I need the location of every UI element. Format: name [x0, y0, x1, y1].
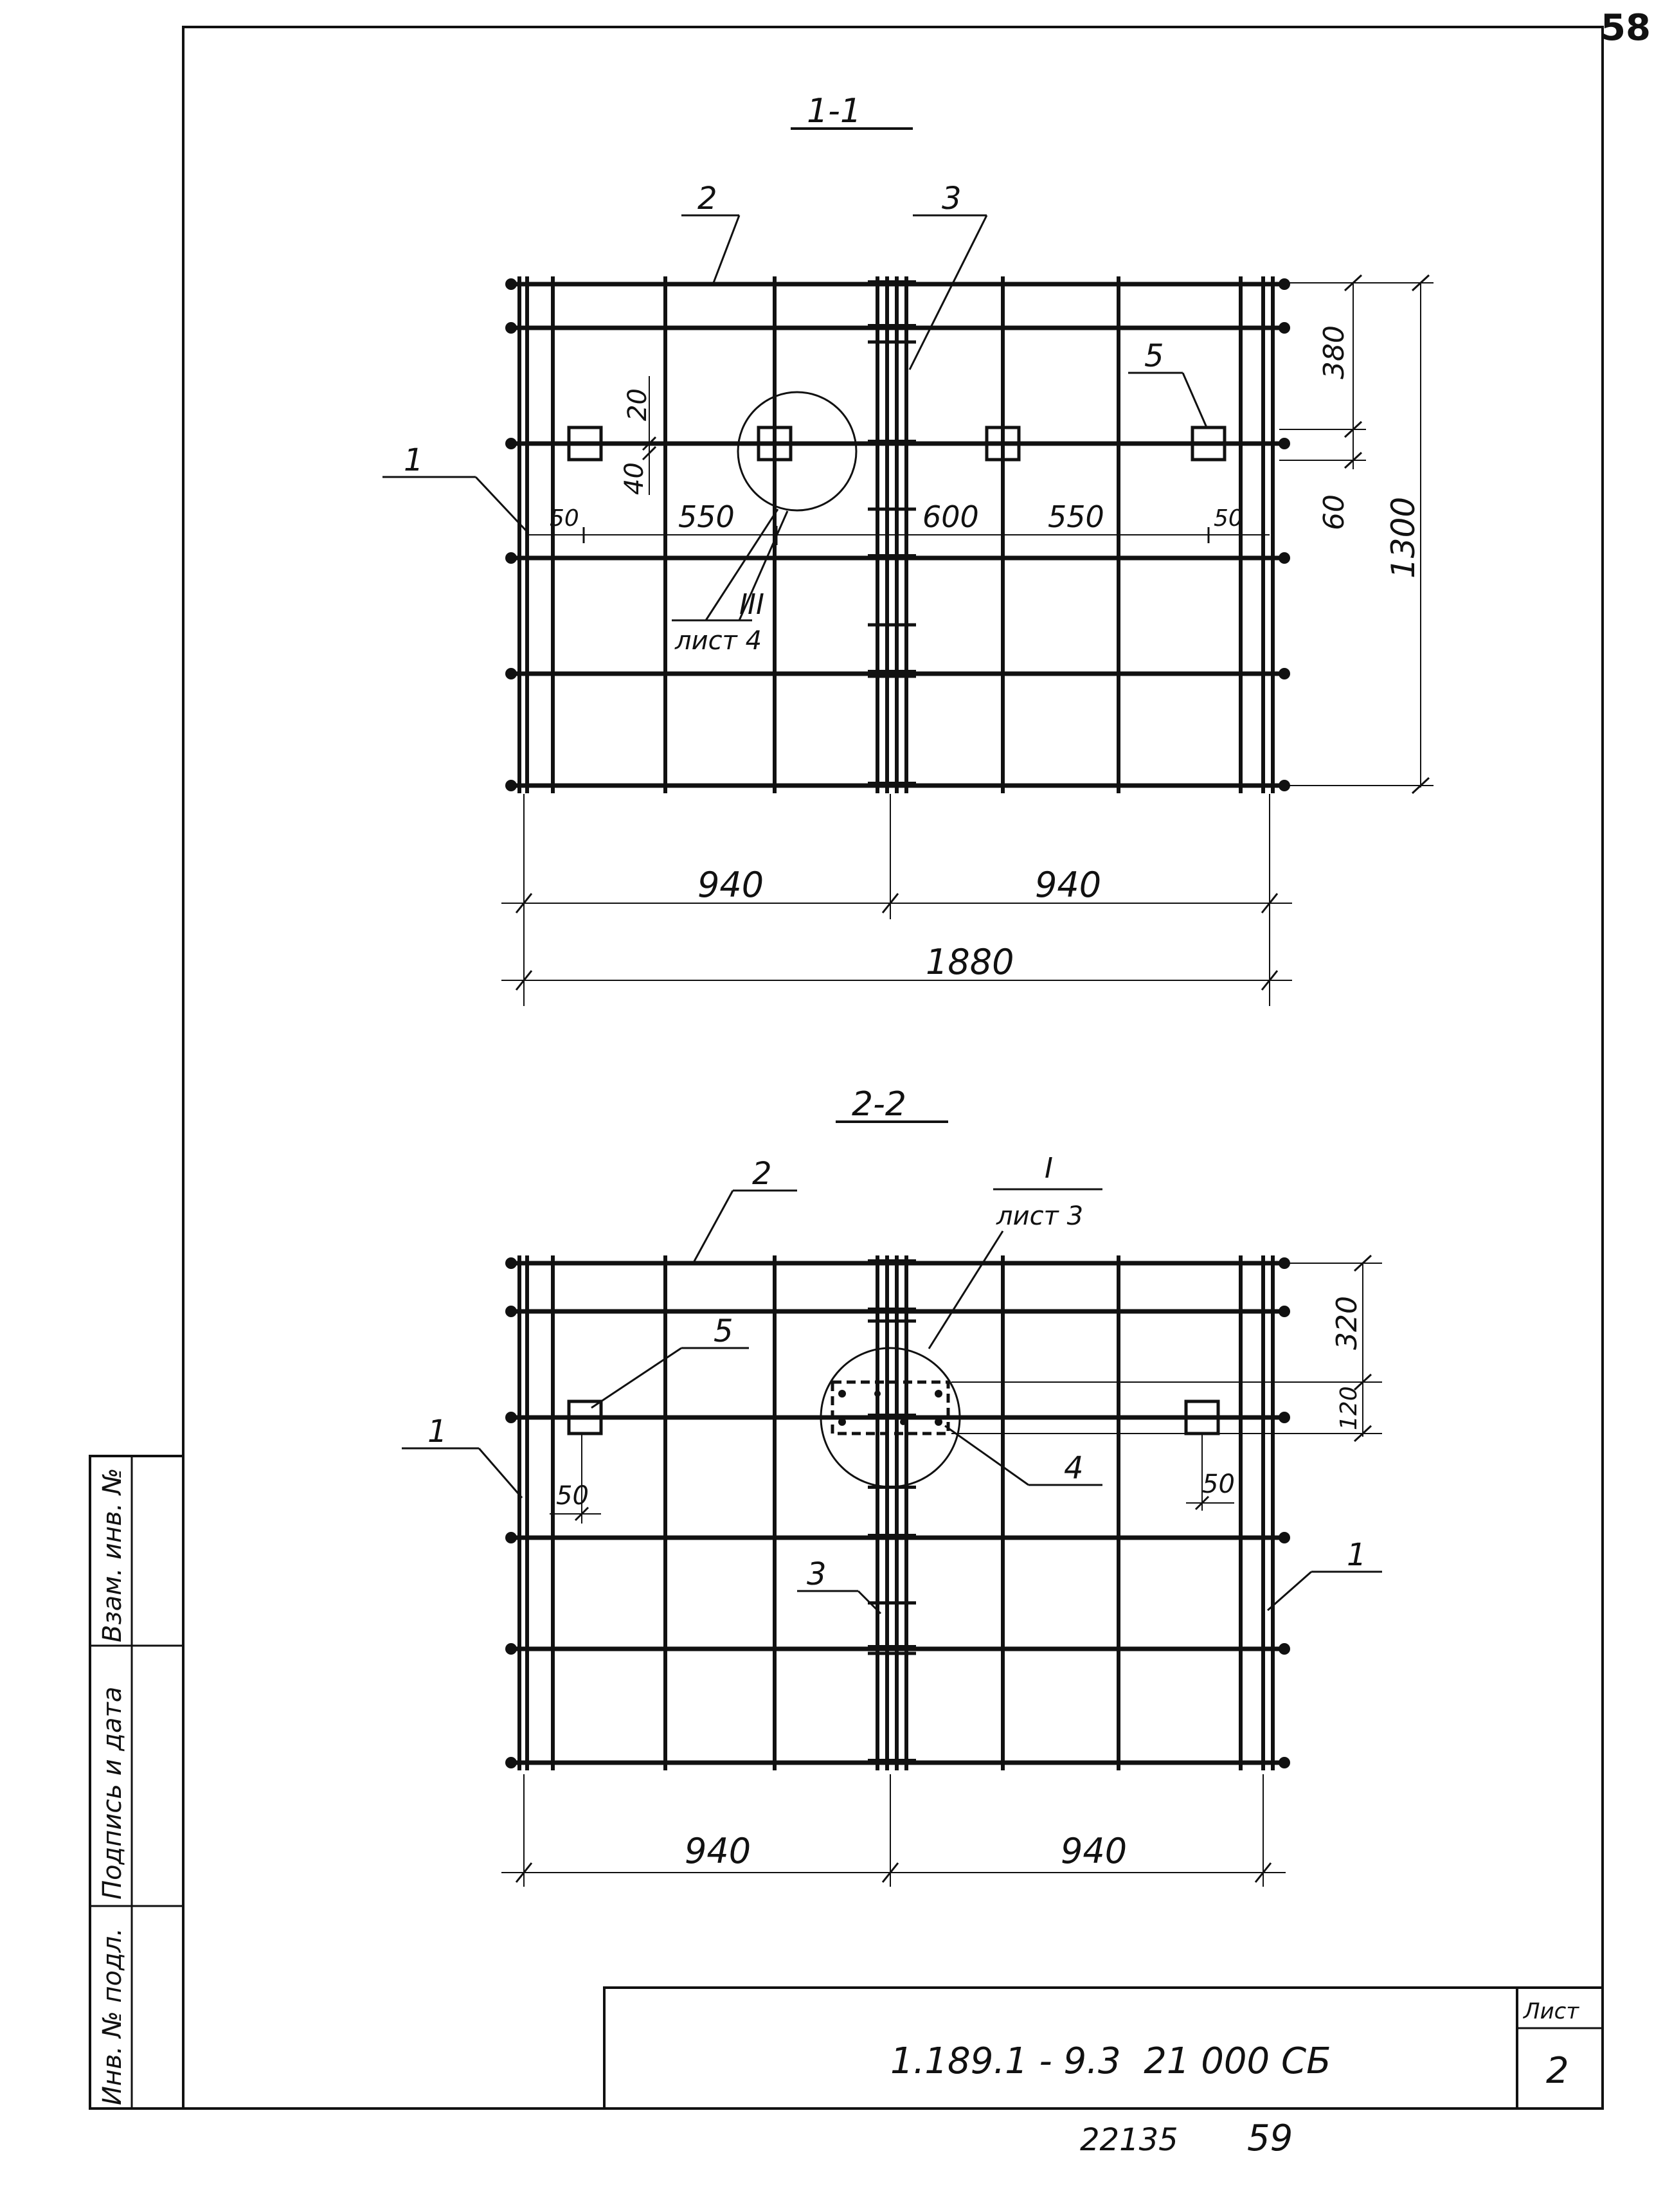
section-1-title: 1-1 [807, 92, 861, 130]
archive-number: 22135 [1080, 2122, 1178, 2158]
svg-text:3: 3 [807, 1556, 827, 1592]
dims-horizontal-inner-1: 50 550 600 550 50 [527, 499, 1270, 545]
stamp-label-vzam: Взам. инв. № [98, 1468, 127, 1642]
detail-ref-I: I лист 3 [928, 1152, 1102, 1349]
svg-text:50: 50 [1202, 1470, 1235, 1499]
callout-1-s1: 1 [382, 442, 527, 532]
detail-circle-I [820, 1347, 961, 1488]
detail-circle-III [737, 391, 858, 512]
svg-text:3: 3 [942, 181, 962, 217]
svg-text:940: 940 [685, 1831, 751, 1871]
callout-1-s2-right: 1 [1267, 1537, 1382, 1612]
sheet-label: Лист [1522, 1999, 1579, 2024]
callout-2-s1: 2 [681, 181, 741, 287]
stamp-label-signature: Подпись и дата [98, 1687, 127, 1900]
sheet-number: 2 [1546, 2050, 1569, 2092]
title-block: 1.189.1 - 9.3 21 000 СБ Лист 2 [603, 1986, 1604, 2110]
callout-4-s2: 4 [944, 1425, 1102, 1486]
callout-1-s2-left: 1 [402, 1414, 523, 1498]
callout-3-s1: 3 [908, 181, 988, 370]
svg-text:5: 5 [714, 1313, 733, 1349]
embedded-plates-1 [567, 426, 1227, 462]
svg-text:600: 600 [922, 499, 979, 534]
callout-5-s1: 5 [1128, 338, 1209, 429]
rebar-grid-2 [505, 1255, 1290, 1770]
dims-horizontal-bottom-2: 940 940 [501, 1774, 1286, 1887]
svg-text:1880: 1880 [926, 942, 1014, 982]
svg-text:лист 3: лист 3 [996, 1201, 1083, 1231]
callout-5-s2: 5 [591, 1313, 749, 1409]
svg-text:50: 50 [556, 1481, 589, 1511]
dims-vertical-small-1: 20 40 [601, 376, 657, 495]
svg-text:40: 40 [620, 462, 649, 495]
stamp-label-inv-podl: Инв. № подл. [98, 1928, 127, 2105]
section-1-1: 1-1 2 3 1 5 [382, 92, 1434, 1006]
svg-text:4: 4 [1064, 1450, 1084, 1486]
footer-page: 59 [1247, 2118, 1293, 2159]
svg-text:940: 940 [1035, 865, 1101, 905]
page-number: 58 [1601, 7, 1651, 49]
svg-text:2: 2 [752, 1156, 772, 1192]
detail-ref-III: III лист 4 [672, 508, 789, 656]
svg-text:лист 4: лист 4 [674, 626, 762, 656]
svg-text:380: 380 [1318, 325, 1351, 379]
svg-text:50: 50 [1214, 505, 1243, 532]
section-2-2: 2-2 2 5 1 [402, 1085, 1382, 1887]
svg-text:320: 320 [1331, 1296, 1363, 1350]
callout-3-s2: 3 [797, 1556, 882, 1615]
svg-text:940: 940 [1061, 1831, 1127, 1871]
svg-text:940: 940 [697, 865, 764, 905]
side-stamp: Инв. № подл. Подпись и дата Взам. инв. № [89, 1455, 184, 2110]
drawing-frame [182, 26, 1604, 2110]
svg-text:I: I [1045, 1152, 1053, 1185]
svg-text:120: 120 [1336, 1386, 1362, 1430]
svg-text:550: 550 [678, 499, 735, 534]
title-designation: 1.189.1 - 9.3 21 000 СБ [890, 2040, 1331, 2082]
section-2-title: 2-2 [852, 1085, 906, 1124]
dims-vertical-right-1: 380 60 1300 [1276, 274, 1434, 795]
svg-text:550: 550 [1048, 499, 1104, 534]
svg-text:1: 1 [1347, 1537, 1367, 1573]
svg-text:1300: 1300 [1385, 497, 1422, 579]
dims-horizontal-bottom-1: 940 940 1880 [501, 794, 1292, 1006]
svg-text:20: 20 [623, 388, 652, 421]
svg-text:60: 60 [1318, 494, 1351, 530]
svg-text:III: III [739, 588, 764, 621]
svg-text:1: 1 [427, 1414, 447, 1450]
svg-text:5: 5 [1144, 338, 1164, 374]
callout-2-s2: 2 [693, 1156, 797, 1262]
svg-text:1: 1 [404, 442, 424, 478]
svg-text:2: 2 [697, 181, 717, 217]
svg-text:50: 50 [550, 505, 579, 532]
dims-small-2: 50 50 [550, 1434, 1235, 1524]
dims-vertical-right-2: 320 120 [951, 1254, 1382, 1443]
